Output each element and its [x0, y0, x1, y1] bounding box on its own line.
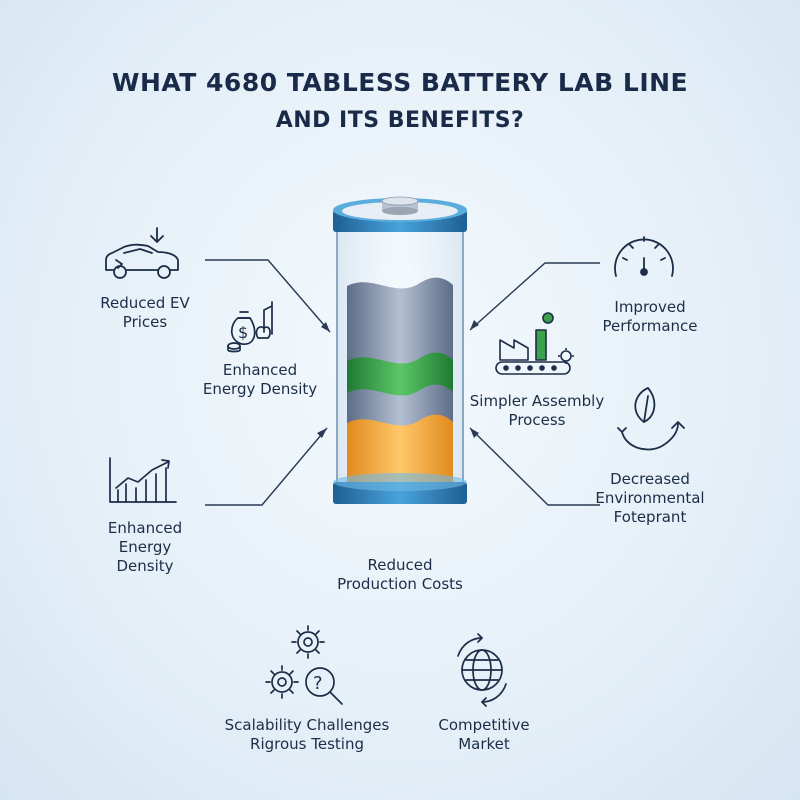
page-subtitle: AND ITS BENEFITS? — [275, 108, 525, 133]
factory-icon — [495, 312, 574, 375]
connector-decreased-footprint — [469, 427, 600, 506]
money-bag-icon: $ — [227, 301, 273, 353]
leaf-recycle-icon — [617, 387, 685, 451]
growth-chart-icon — [109, 457, 177, 503]
connector-improved-performance — [469, 262, 600, 331]
globe-icon — [457, 633, 507, 707]
gears-question-icon: ? — [265, 625, 343, 705]
speedometer-icon — [614, 236, 674, 277]
orange-layer — [347, 406, 453, 495]
battery-layers — [347, 277, 453, 495]
connector-reduced-ev — [205, 259, 331, 333]
gray-layer-top — [347, 277, 453, 330]
svg-text:?: ? — [313, 673, 323, 694]
svg-text:$: $ — [238, 323, 248, 342]
connector-enhanced-density — [205, 427, 328, 506]
car-icon — [105, 227, 179, 279]
page-title: WHAT 4680 TABLESS BATTERY LAB LINE — [111, 68, 689, 97]
